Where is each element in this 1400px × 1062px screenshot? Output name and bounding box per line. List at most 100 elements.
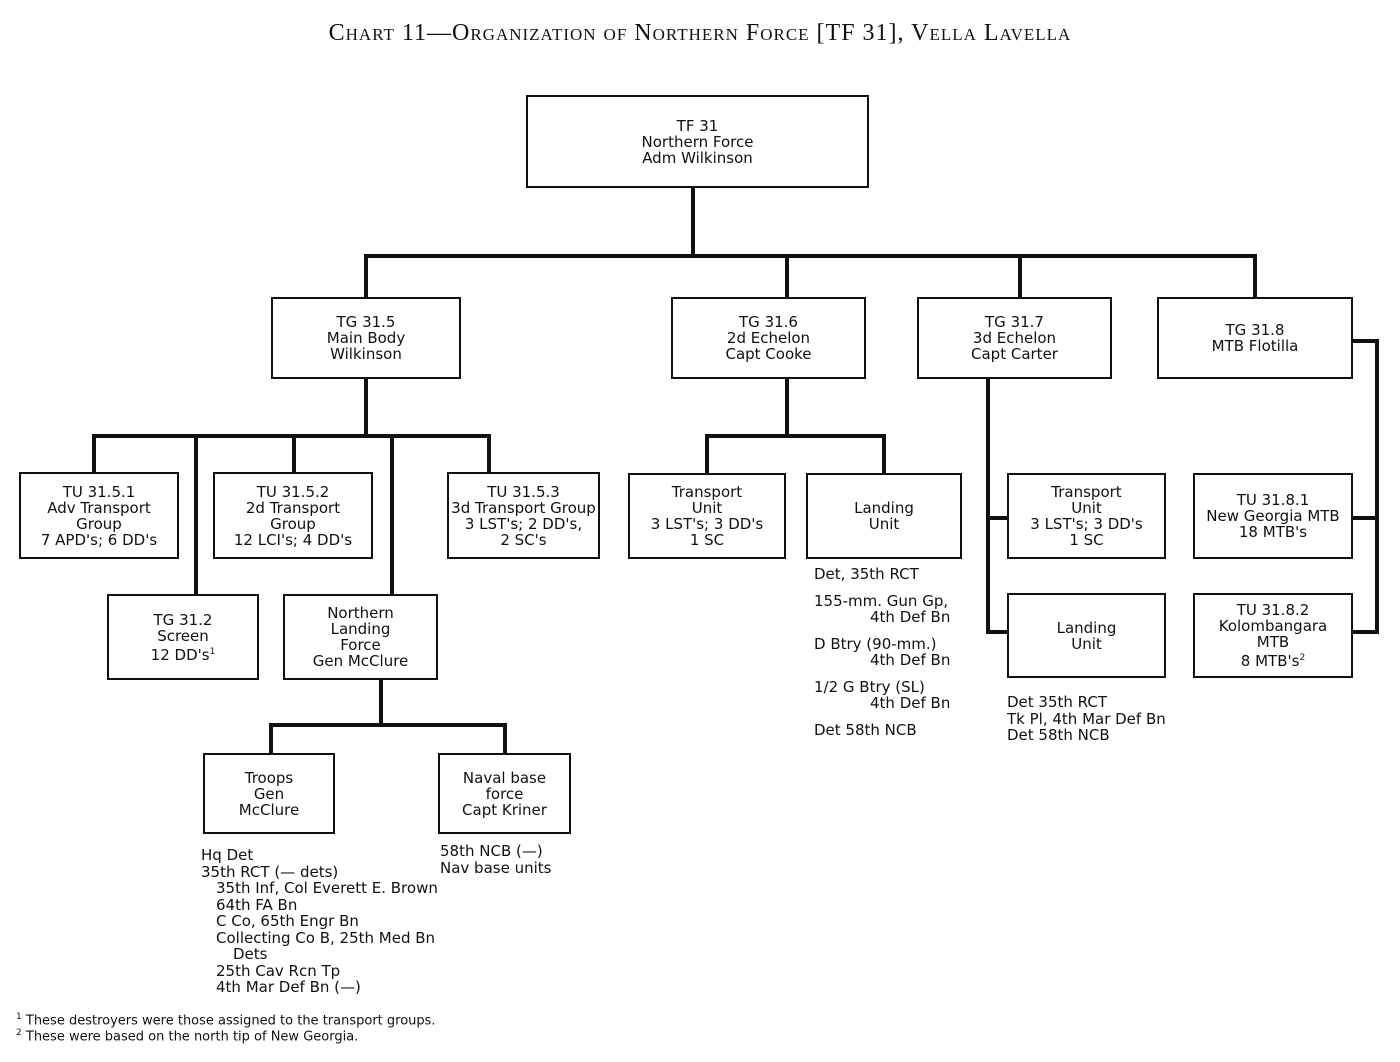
note-line: C Co, 65th Engr Bn <box>216 912 359 930</box>
box-line: 2d Transport <box>245 498 341 517</box>
box-line: TU 31.8.1 <box>1236 491 1310 509</box>
box-line: 3 LST's; 2 DD's, <box>464 514 583 533</box>
box-line: TU 31.8.2 <box>1236 601 1310 619</box>
note-line: 64th FA Bn <box>216 895 298 914</box>
box-line-text: 8 MTB's <box>1240 652 1300 670</box>
box-line: Gen <box>253 784 285 803</box>
note-line: 4th Def Bn <box>870 694 951 712</box>
box-line: MTB <box>1256 633 1290 651</box>
box-line: Wilkinson <box>330 345 402 363</box>
tg31-6-transport-unit-box: Transport Unit 3 LST's; 3 DD's 1 SC <box>628 473 786 559</box>
box-line: Troops <box>244 768 294 787</box>
box-line: 12 DD's1 <box>151 644 216 663</box>
box-line: 2 SC's <box>500 530 547 549</box>
footnote-2: 2 These were based on the north tip of N… <box>16 1028 358 1044</box>
northern-landing-force-box: Northern Landing Force Gen McClure <box>283 594 438 680</box>
tg31-2-box: TG 31.2 Screen 12 DD's1 <box>107 594 259 680</box>
box-line: 3d Echelon <box>972 329 1057 347</box>
box-line: Adm Wilkinson <box>642 148 753 167</box>
box-line: TG 31.8 <box>1225 321 1285 339</box>
box-line: Capt Cooke <box>725 345 812 363</box>
box-line: McClure <box>238 800 300 819</box>
box-line: Capt Carter <box>971 345 1058 363</box>
box-line: Unit <box>868 515 900 533</box>
tu31-8-2-box: TU 31.8.2 Kolombangara MTB 8 MTB's2 <box>1193 593 1353 678</box>
box-line: Naval base <box>462 768 547 787</box>
box-line: 8 MTB's2 <box>1241 650 1305 669</box>
note-line: 4th Def Bn <box>870 651 951 669</box>
tg31-6-landing-unit-box: Landing Unit <box>806 473 962 559</box>
note-line: Det 35th RCT <box>1007 693 1107 711</box>
box-line: MTB Flotilla <box>1211 337 1299 355</box>
footnote-marker: 2 <box>16 1028 22 1038</box>
box-line: 18 MTB's <box>1238 523 1308 541</box>
footnote-marker: 1 <box>209 646 216 657</box>
box-line: Landing <box>1056 618 1117 637</box>
box-line: Group <box>76 514 122 533</box>
footnote-1: 1 These destroyers were those assigned t… <box>16 1012 436 1028</box>
box-line: 7 APD's; 6 DD's <box>40 530 158 549</box>
tg31-7-box: TG 31.7 3d Echelon Capt Carter <box>917 297 1112 379</box>
note-line: Det, 35th RCT <box>814 565 919 583</box>
box-line: Group <box>270 514 316 533</box>
box-line: Force <box>340 636 381 654</box>
box-line: 3 LST's; 3 DD's <box>650 515 764 533</box>
tu31-5-3-box: TU 31.5.3 3d Transport Group 3 LST's; 2 … <box>447 472 600 559</box>
box-line-text: 12 DD's <box>150 645 210 664</box>
naval-base-force-box: Naval base force Capt Kriner <box>438 753 571 834</box>
note-line: 1/2 G Btry (SL) <box>814 677 925 696</box>
box-line: TU 31.5.2 <box>256 482 330 501</box>
box-line: Transport <box>1051 483 1122 501</box>
box-line: Kolombangara <box>1218 617 1328 635</box>
box-line: Northern Force <box>641 132 754 151</box>
note-line: Det 58th NCB <box>1007 726 1110 744</box>
footnote-marker: 1 <box>16 1012 22 1022</box>
box-line: Transport <box>671 483 743 501</box>
box-line: Capt Kriner <box>462 800 547 819</box>
naval-base-notes: 58th NCB (—) Nav base units <box>440 843 551 876</box>
box-line: TU 31.5.1 <box>62 482 136 501</box>
footnote-text: These destroyers were those assigned to … <box>25 1013 436 1029</box>
box-line: Landing <box>330 620 391 638</box>
note-line: 25th Cav Rcn Tp <box>216 961 341 980</box>
footnote-text: These were based on the north tip of New… <box>25 1029 359 1045</box>
note-line: Det 58th NCB <box>814 720 917 739</box>
footnote-marker: 2 <box>1299 653 1306 663</box>
troops-box: Troops Gen McClure <box>203 753 335 834</box>
tf31-box: TF 31 Northern Force Adm Wilkinson <box>526 95 869 188</box>
box-line: Screen <box>157 626 209 645</box>
tu31-8-1-box: TU 31.8.1 New Georgia MTB 18 MTB's <box>1193 473 1353 559</box>
tu31-5-2-box: TU 31.5.2 2d Transport Group 12 LCI's; 4… <box>213 472 373 559</box>
box-line: 2d Echelon <box>726 329 811 347</box>
box-line: TG 31.7 <box>985 313 1044 331</box>
tg31-7-transport-unit-box: Transport Unit 3 LST's; 3 DD's 1 SC <box>1007 473 1166 559</box>
box-line: force <box>485 784 524 803</box>
note-line: D Btry (90-mm.) <box>814 634 937 653</box>
box-line: TG 31.6 <box>739 313 798 331</box>
tu31-5-1-box: TU 31.5.1 Adv Transport Group 7 APD's; 6… <box>19 472 179 559</box>
box-line: Unit <box>1071 634 1102 653</box>
chart-title: Chart 11—Organization of Northern Force … <box>328 20 1072 46</box>
note-line: Tk Pl, 4th Mar Def Bn <box>1007 709 1166 728</box>
note-line: Dets <box>233 945 268 963</box>
tg31-8-box: TG 31.8 MTB Flotilla <box>1157 297 1353 379</box>
tg31-6-box: TG 31.6 2d Echelon Capt Cooke <box>671 297 866 379</box>
note-line: 58th NCB (—) <box>440 842 543 860</box>
note-line: 35th Inf, Col Everett E. Brown <box>216 879 438 897</box>
box-line: 1 SC <box>1069 531 1104 549</box>
box-line: Gen McClure <box>312 652 409 670</box>
box-line: TG 31.2 <box>153 610 213 629</box>
box-line: Main Body <box>326 329 406 347</box>
box-line: TU 31.5.3 <box>487 482 560 501</box>
note-line: 155-mm. Gun Gp, <box>814 591 949 610</box>
box-line: Northern <box>327 604 394 622</box>
box-line: Adv Transport <box>47 498 151 517</box>
box-line: Unit <box>1071 499 1102 517</box>
note-line: Nav base units <box>440 858 552 877</box>
box-line: 1 SC <box>689 531 725 549</box>
box-line: 3 LST's; 3 DD's <box>1030 515 1143 533</box>
box-line: Landing <box>854 499 914 517</box>
box-line: 12 LCI's; 4 DD's <box>233 530 353 549</box>
